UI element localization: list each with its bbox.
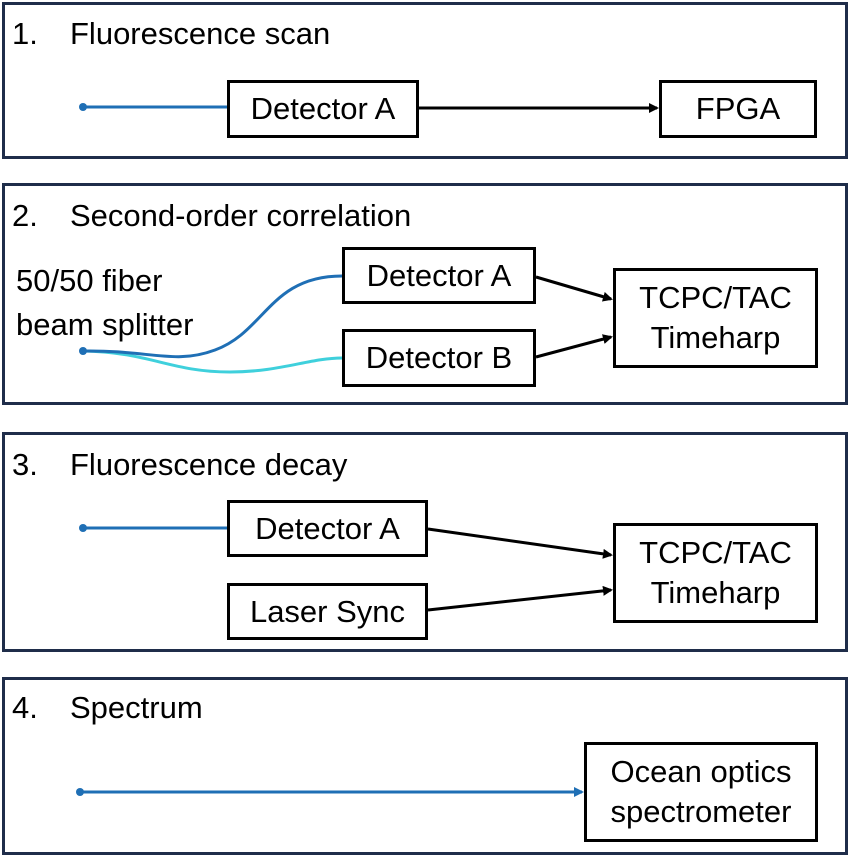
box-label: Detector B <box>365 340 513 376</box>
panel-title-text: Spectrum <box>70 690 203 725</box>
detector-a-box: Detector A <box>342 247 536 304</box>
box-label-line: Timeharp <box>650 575 781 610</box>
box-label: Detector A <box>366 257 512 293</box>
panel-title-text: Fluorescence scan <box>70 16 331 51</box>
panel-number: 1. <box>12 16 38 51</box>
panel-title: 2. Second-order correlation <box>12 200 411 231</box>
box-label: FPGA <box>695 91 781 127</box>
panel-title: 3. Fluorescence decay <box>12 449 347 480</box>
detector-b-box: Detector B <box>342 329 536 387</box>
box-label-line: spectrometer <box>610 794 792 829</box>
detector-a-box: Detector A <box>227 500 428 557</box>
panel-title: 1. Fluorescence scan <box>12 18 330 49</box>
splitter-label: 50/50 fiber beam splitter <box>16 259 193 348</box>
tcpc-timeharp-box: TCPC/TAC Timeharp <box>613 523 818 623</box>
box-label-line: TCPC/TAC <box>639 535 792 571</box>
box-label: Detector A <box>250 91 396 127</box>
box-label-line: Timeharp <box>650 320 781 355</box>
laser-sync-box: Laser Sync <box>227 583 428 640</box>
spectrometer-box: Ocean optics spectrometer <box>584 742 818 842</box>
panel-title-text: Second-order correlation <box>70 198 412 233</box>
tcpc-timeharp-box: TCPC/TAC Timeharp <box>613 268 818 368</box>
box-label: Detector A <box>255 510 400 546</box>
box-label: Laser Sync <box>249 593 406 629</box>
panel-title: 4. Spectrum <box>12 692 203 723</box>
panel-title-text: Fluorescence decay <box>70 447 348 482</box>
panel-number: 4. <box>12 690 38 725</box>
splitter-label-line: beam splitter <box>16 307 194 343</box>
fpga-box: FPGA <box>659 80 817 138</box>
box-label-line: Ocean optics <box>610 754 792 790</box>
panel-number: 2. <box>12 198 38 233</box>
box-label-line: TCPC/TAC <box>639 280 792 316</box>
detector-a-box: Detector A <box>227 80 419 138</box>
splitter-label-line: 50/50 fiber <box>16 263 163 298</box>
panel-number: 3. <box>12 447 38 482</box>
